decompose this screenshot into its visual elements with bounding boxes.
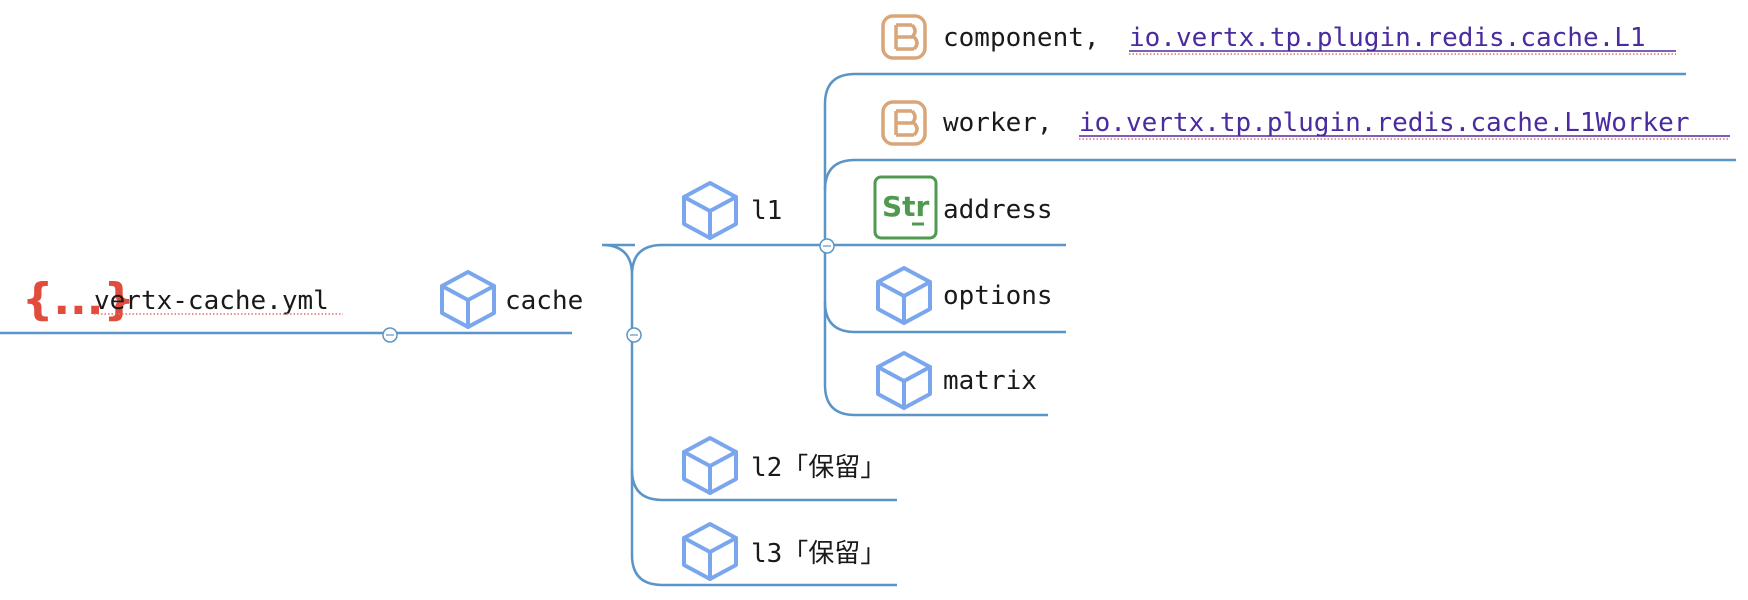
component-connector [823,72,1686,245]
collapse-toggle-l1[interactable] [819,238,835,254]
worker-key: worker, [943,108,1053,138]
string-icon: Str [873,175,938,240]
matrix-connector [823,302,1048,417]
worker-class-link[interactable]: io.vertx.tp.plugin.redis.cache.L1Worker [1079,108,1689,138]
l1-node[interactable]: l1 [682,181,782,240]
cube-icon [876,266,932,325]
matrix-node[interactable]: matrix [876,351,1037,410]
l1-connector [601,243,827,333]
component-key: component, [943,23,1100,53]
l3-node[interactable]: l3「保留」 [682,522,886,581]
bean-icon [881,14,927,60]
cache-node[interactable]: cache [440,270,583,329]
component-node[interactable]: component, io.vertx.tp.plugin.redis.cach… [881,14,1676,60]
l2-node[interactable]: l2「保留」 [682,436,886,495]
options-node[interactable]: options [876,266,1053,325]
l3-label: l3「保留」 [751,539,886,569]
svg-text:Str: Str [882,190,930,223]
l2-label: l2「保留」 [751,453,886,483]
cache-label: cache [505,286,583,316]
collapse-toggle-cache[interactable] [626,327,642,343]
options-label: options [943,281,1053,311]
l1-label: l1 [751,196,782,226]
root-label: vertx-cache.yml [94,286,329,316]
bean-icon [881,100,927,146]
component-class-link[interactable]: io.vertx.tp.plugin.redis.cache.L1 [1129,23,1646,53]
cube-icon [682,181,738,240]
l3-connector [630,470,897,587]
matrix-label: matrix [943,366,1037,396]
json-braces-icon: {...} [22,274,135,325]
worker-connector [823,158,1736,191]
collapse-toggle-root[interactable] [382,327,398,343]
root-node[interactable]: {...} vertx-cache.yml [22,274,343,325]
cube-icon [440,270,496,329]
cube-icon [876,351,932,410]
cube-icon [682,522,738,581]
address-node[interactable]: Str address [873,175,1053,240]
worker-node[interactable]: worker, io.vertx.tp.plugin.redis.cache.L… [881,100,1730,146]
address-label: address [943,195,1053,225]
connector-lines [0,72,1736,587]
cube-icon [682,436,738,495]
